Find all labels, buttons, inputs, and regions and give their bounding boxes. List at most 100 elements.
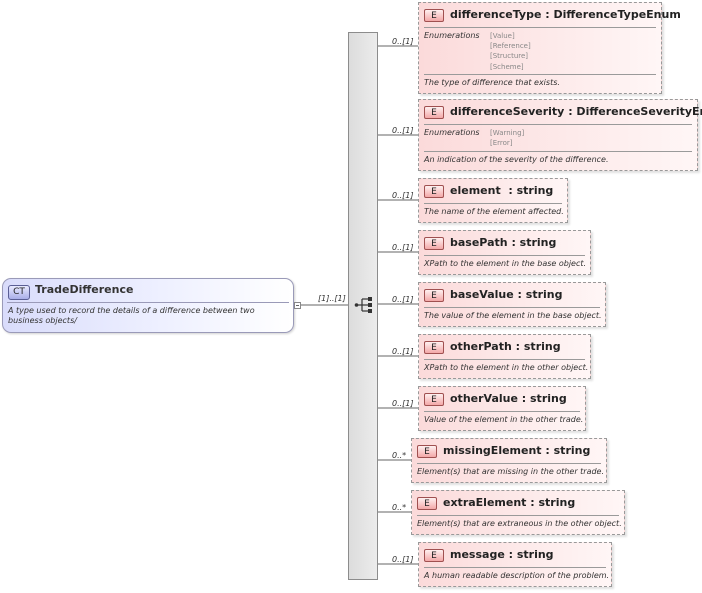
element-title: differenceSeverity : DifferenceSeverityE… bbox=[450, 105, 702, 118]
element-name: differenceSeverity bbox=[450, 105, 565, 118]
element-multiplicity: 0..[1] bbox=[392, 37, 414, 46]
enumeration-value: [Reference] bbox=[490, 42, 531, 50]
element-box-otherPath[interactable]: E otherPath : string XPath to the elemen… bbox=[418, 334, 591, 379]
element-name: basePath bbox=[450, 236, 508, 249]
element-title: missingElement : string bbox=[443, 444, 590, 457]
element-description: The name of the element affected. bbox=[424, 207, 564, 216]
element-type: : string bbox=[545, 444, 591, 457]
enumerations-label: Enumerations bbox=[424, 31, 480, 40]
element-type: : string bbox=[530, 496, 576, 509]
element-title: otherValue : string bbox=[450, 392, 567, 405]
element-type: : string bbox=[508, 184, 554, 197]
ct-description: A type used to record the details of a d… bbox=[8, 306, 255, 325]
element-divider bbox=[424, 203, 562, 204]
sequence-icon[interactable] bbox=[354, 297, 374, 315]
element-divider bbox=[424, 27, 656, 28]
element-badge: E bbox=[424, 237, 444, 250]
element-multiplicity: 0..[1] bbox=[392, 347, 414, 356]
element-description: The type of difference that exists. bbox=[424, 78, 560, 87]
ct-badge: CT bbox=[8, 285, 30, 300]
element-title: baseValue : string bbox=[450, 288, 562, 301]
element-divider bbox=[424, 567, 606, 568]
element-name: otherValue bbox=[450, 392, 518, 405]
element-multiplicity: 0..[1] bbox=[392, 555, 414, 564]
element-box-basePath[interactable]: E basePath : string XPath to the element… bbox=[418, 230, 591, 275]
element-multiplicity: 0..[1] bbox=[392, 126, 414, 135]
element-divider bbox=[424, 359, 585, 360]
collapse-toggle-icon[interactable] bbox=[294, 302, 301, 309]
element-multiplicity: 0..* bbox=[392, 451, 407, 460]
element-divider bbox=[424, 124, 692, 125]
element-name: baseValue bbox=[450, 288, 514, 301]
element-name: element bbox=[450, 184, 501, 197]
sequence-compositor-bar bbox=[348, 32, 378, 580]
element-box-differenceType[interactable]: E differenceType : DifferenceTypeEnum En… bbox=[418, 2, 681, 94]
enumeration-value: [Scheme] bbox=[490, 63, 524, 71]
element-name: message bbox=[450, 548, 505, 561]
complex-type-box[interactable]: CT TradeDifference A type used to record… bbox=[2, 278, 294, 333]
element-title: otherPath : string bbox=[450, 340, 561, 353]
element-badge: E bbox=[424, 9, 444, 22]
element-name: extraElement bbox=[443, 496, 527, 509]
ct-name: TradeDifference bbox=[35, 283, 134, 296]
element-title: basePath : string bbox=[450, 236, 556, 249]
element-badge: E bbox=[424, 549, 444, 562]
element-name: missingElement bbox=[443, 444, 542, 457]
element-divider bbox=[424, 255, 585, 256]
element-badge: E bbox=[417, 445, 437, 458]
element-type: : string bbox=[508, 548, 554, 561]
element-badge: E bbox=[417, 497, 437, 510]
element-description: Element(s) that are extraneous in the ot… bbox=[417, 519, 622, 528]
element-divider bbox=[417, 463, 601, 464]
ct-divider bbox=[7, 302, 289, 303]
element-description: An indication of the severity of the dif… bbox=[424, 155, 609, 164]
element-box-missingElement[interactable]: E missingElement : string Element(s) tha… bbox=[411, 438, 607, 483]
element-multiplicity: 0..* bbox=[392, 503, 407, 512]
element-multiplicity: 0..[1] bbox=[392, 295, 414, 304]
element-name: differenceType bbox=[450, 8, 542, 21]
element-divider bbox=[424, 307, 600, 308]
element-divider bbox=[417, 515, 619, 516]
element-box-otherValue[interactable]: E otherValue : string Value of the eleme… bbox=[418, 386, 586, 431]
element-description: Element(s) that are missing in the other… bbox=[417, 467, 605, 476]
enumeration-value: [Error] bbox=[490, 139, 513, 147]
element-box-differenceSeverity[interactable]: E differenceSeverity : DifferenceSeverit… bbox=[418, 99, 702, 171]
element-badge: E bbox=[424, 341, 444, 354]
element-box-extraElement[interactable]: E extraElement : string Element(s) that … bbox=[411, 490, 625, 535]
element-divider bbox=[424, 151, 692, 152]
element-title: element : string bbox=[450, 184, 553, 197]
element-title: message : string bbox=[450, 548, 554, 561]
element-multiplicity: 0..[1] bbox=[392, 243, 414, 252]
element-name: otherPath bbox=[450, 340, 512, 353]
element-badge: E bbox=[424, 289, 444, 302]
element-box-message[interactable]: E message : string A human readable desc… bbox=[418, 542, 612, 587]
enumeration-value: [Warning] bbox=[490, 129, 525, 137]
element-multiplicity: 0..[1] bbox=[392, 399, 414, 408]
element-type: : string bbox=[521, 392, 567, 405]
element-description: XPath to the element in the other object… bbox=[424, 363, 589, 372]
element-description: Value of the element in the other trade. bbox=[424, 415, 584, 424]
element-type: : DifferenceSeverityEnum bbox=[568, 105, 702, 118]
element-badge: E bbox=[424, 185, 444, 198]
element-type: : string bbox=[511, 236, 557, 249]
element-multiplicity: 0..[1] bbox=[392, 191, 414, 200]
element-badge: E bbox=[424, 106, 444, 119]
element-title: extraElement : string bbox=[443, 496, 575, 509]
enumeration-value: [Structure] bbox=[490, 52, 529, 60]
element-divider bbox=[424, 74, 656, 75]
element-divider bbox=[424, 411, 580, 412]
element-title: differenceType : DifferenceTypeEnum bbox=[450, 8, 681, 21]
enumeration-value: [Value] bbox=[490, 32, 515, 40]
element-description: A human readable description of the prob… bbox=[424, 571, 610, 580]
element-box-element[interactable]: E element : string The name of the eleme… bbox=[418, 178, 568, 223]
ct-multiplicity: [1]..[1] bbox=[318, 294, 346, 303]
element-description: The value of the element in the base obj… bbox=[424, 311, 602, 320]
enumerations-label: Enumerations bbox=[424, 128, 480, 137]
element-type: : DifferenceTypeEnum bbox=[545, 8, 681, 21]
element-box-baseValue[interactable]: E baseValue : string The value of the el… bbox=[418, 282, 606, 327]
element-badge: E bbox=[424, 393, 444, 406]
element-description: XPath to the element in the base object. bbox=[424, 259, 587, 268]
element-type: : string bbox=[515, 340, 561, 353]
element-type: : string bbox=[517, 288, 563, 301]
